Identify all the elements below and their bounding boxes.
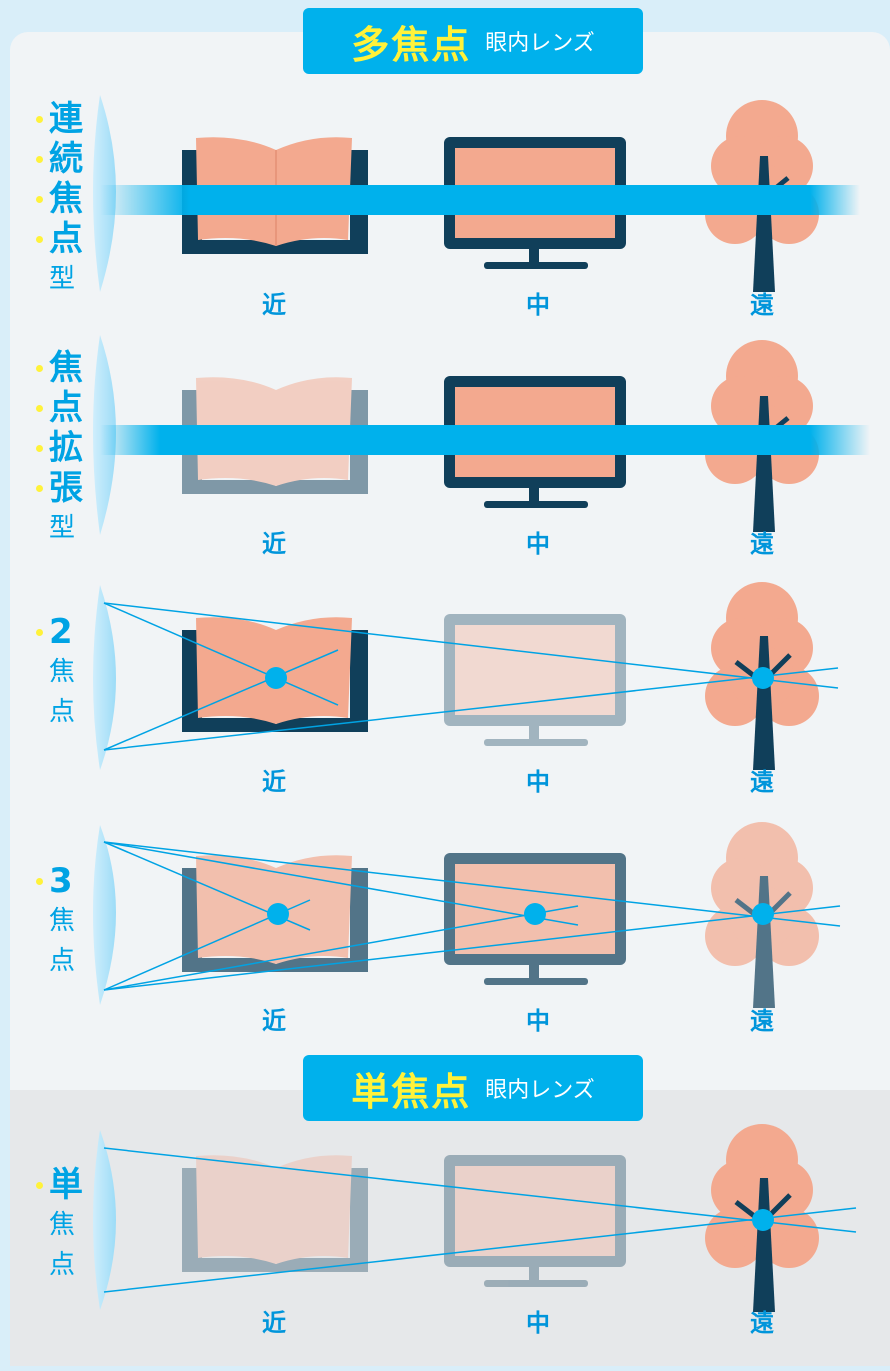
multifocal-header: 多焦点 眼内レンズ <box>303 8 643 74</box>
label-char: 点 <box>49 1250 76 1280</box>
header-title: 多焦点 <box>351 22 472 67</box>
monitor-icon <box>444 1155 626 1287</box>
header-subtitle: 眼内レンズ <box>485 1078 595 1103</box>
lens-icon <box>93 585 116 770</box>
monofocal-header: 単焦点 眼内レンズ <box>303 1055 643 1121</box>
label-char: 3 <box>49 861 73 901</box>
header-title: 単焦点 <box>351 1069 472 1114</box>
row-extended <box>93 335 870 535</box>
distance-far: 遠 <box>750 768 774 796</box>
lens-icon <box>93 825 116 1005</box>
row-label-bifocal: 2 焦 点 <box>36 612 106 732</box>
distance-mid: 中 <box>526 291 550 319</box>
lens-icon <box>93 1130 116 1310</box>
distance-near: 近 <box>262 1007 286 1035</box>
label-suffix: 型 <box>49 264 76 294</box>
label-char: 点 <box>49 219 83 259</box>
label-char: 焦 <box>49 179 83 219</box>
label-char: 焦 <box>49 348 83 388</box>
label-char: 焦 <box>49 657 76 687</box>
label-char: 張 <box>49 468 83 508</box>
row-bifocal <box>93 582 839 770</box>
distance-mid: 中 <box>526 1309 550 1337</box>
row-single <box>93 1124 857 1312</box>
distance-near: 近 <box>262 291 286 319</box>
label-char: 点 <box>49 697 76 727</box>
distance-far: 遠 <box>750 530 774 558</box>
label-char: 単 <box>49 1165 83 1205</box>
label-char: 焦 <box>49 906 76 936</box>
monitor-icon <box>444 614 626 746</box>
label-suffix: 型 <box>49 513 76 543</box>
row-continuous <box>93 95 860 292</box>
row-trifocal <box>93 822 841 1008</box>
tree-icon <box>705 582 819 770</box>
label-char: 拡 <box>49 428 83 468</box>
row-label-trifocal: 3 焦 点 <box>36 861 106 981</box>
label-char: 続 <box>49 139 83 179</box>
distance-near: 近 <box>262 530 286 558</box>
distance-near: 近 <box>262 768 286 796</box>
label-char: 点 <box>49 388 83 428</box>
distance-far: 遠 <box>750 1309 774 1337</box>
row-label-single: 単 焦 点 <box>36 1165 106 1285</box>
label-char: 点 <box>49 946 76 976</box>
distance-near: 近 <box>262 1309 286 1337</box>
distance-far: 遠 <box>750 1007 774 1035</box>
header-subtitle: 眼内レンズ <box>485 31 595 56</box>
label-char: 連 <box>49 99 83 139</box>
row-label-continuous: 連 続 焦 点 型 <box>36 99 106 299</box>
distance-mid: 中 <box>526 768 550 796</box>
label-char: 焦 <box>49 1210 76 1240</box>
distance-far: 遠 <box>750 291 774 319</box>
distance-mid: 中 <box>526 1007 550 1035</box>
row-label-extended: 焦 点 拡 張 型 <box>36 348 106 548</box>
distance-mid: 中 <box>526 530 550 558</box>
book-icon <box>182 1155 368 1272</box>
label-char: 2 <box>49 612 73 652</box>
